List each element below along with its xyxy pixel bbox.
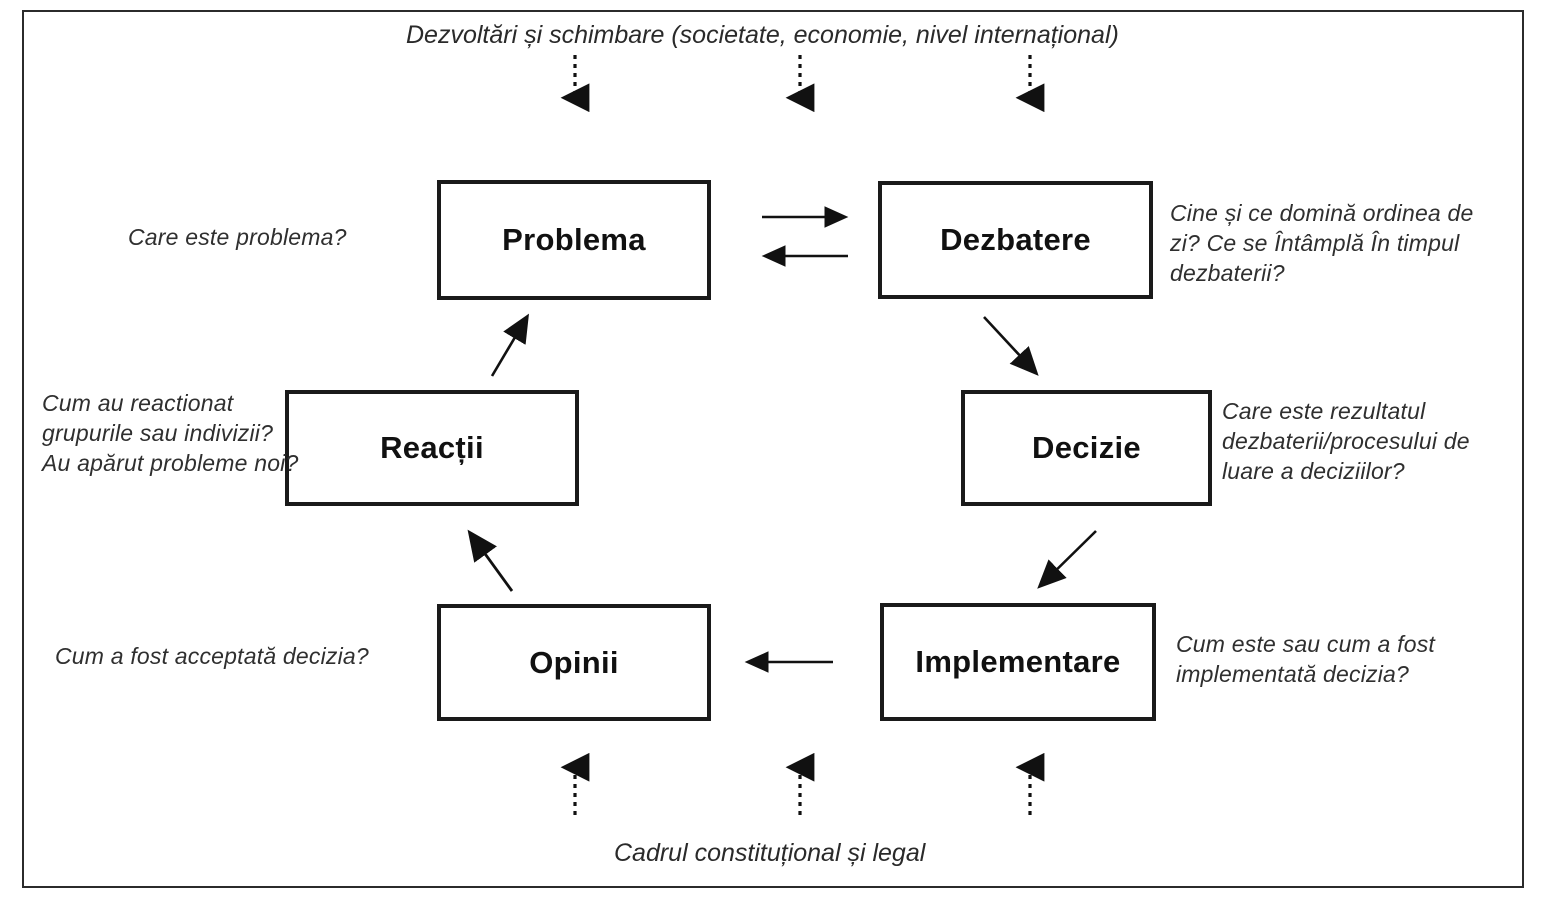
- node-opinii-label: Opinii: [529, 644, 619, 680]
- top-caption: Dezvoltări și schimbare (societate, econ…: [406, 21, 1119, 49]
- annotation-opinii: Cum a fost acceptată decizia?: [55, 643, 369, 669]
- diagram-frame: [22, 10, 1524, 888]
- annotation-decizie: Care este rezultatul dezbaterii/procesul…: [1222, 398, 1470, 484]
- node-opinii[interactable]: Opinii: [437, 604, 711, 721]
- annotation-problema: Care este problema?: [128, 224, 347, 250]
- bottom-caption: Cadrul constituțional și legal: [614, 839, 926, 867]
- node-reactii-label: Reacții: [380, 430, 484, 465]
- node-dezbatere[interactable]: Dezbatere: [878, 181, 1153, 299]
- node-implementare-label: Implementare: [915, 644, 1121, 679]
- node-dezbatere-label: Dezbatere: [940, 222, 1091, 257]
- annotation-implementare: Cum este sau cum a fost implementată dec…: [1176, 631, 1435, 687]
- node-problema[interactable]: Problema: [437, 180, 711, 300]
- annotation-reactii: Cum au reactionat grupurile sau indivizi…: [42, 390, 299, 476]
- node-decizie[interactable]: Decizie: [961, 390, 1212, 506]
- node-decizie-label: Decizie: [1032, 430, 1141, 465]
- node-reactii[interactable]: Reacții: [285, 390, 579, 506]
- node-problema-label: Problema: [502, 222, 646, 257]
- annotation-dezbatere: Cine și ce domină ordinea de zi? Ce se Î…: [1170, 200, 1474, 286]
- node-implementare[interactable]: Implementare: [880, 603, 1156, 721]
